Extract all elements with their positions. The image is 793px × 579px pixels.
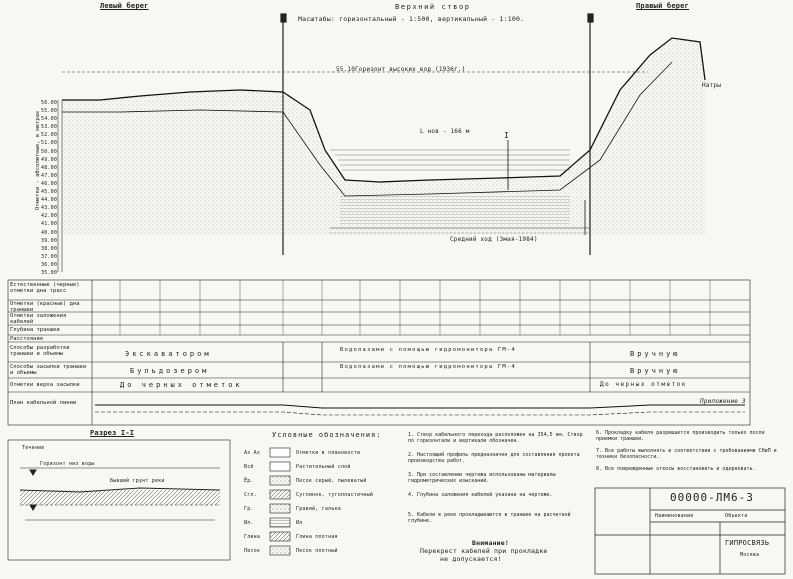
water-area [330,149,570,171]
note-middle-item: 4. Глубина заложения кабелей указана на … [408,492,553,498]
legend-code: Гр. [244,506,254,512]
cable-plan-line [95,404,745,409]
stamp-object-col: Объекта [725,513,748,519]
section-mark: I [504,131,510,140]
right-bank-label: Правый берег [636,2,689,10]
elevation-label: 53.00 [41,124,58,131]
excavation-text-3: Вручную [630,350,681,358]
scales-label: Масштабы: горизонтальный - 1:500, вертик… [298,15,525,23]
stamp-city: Москва [740,552,760,558]
warning-line-3: не допускается! [440,555,502,563]
backfill-text-3: Вручную [630,367,681,375]
backfill-text: Бульдозером [130,367,210,375]
elevation-label: 47.00 [41,172,58,179]
row-label-backfill: Способы засыпки траншеи и объемы [10,364,87,376]
elevation-label: 37.00 [41,253,58,260]
excavation-text-2: Водолазами с помощью гидромонитора ГМ-4 [340,347,516,353]
drawing-title: Верхний створ [395,3,471,11]
legend-desc: Суглинок, тугопластичный [296,492,374,498]
appendix-label: Приложение 3 [700,398,746,405]
legend-code: Ил. [244,520,254,526]
legend-desc: Гравий, галька [296,506,341,512]
vertical-axis-label: Отметки - абсолютные, в метрах [35,110,41,210]
row-label-trench-depth: Глубина траншеи [10,327,60,333]
elevation-label: 35.00 [41,270,58,276]
legend-desc: Песок серый, пылеватый [296,478,367,484]
title-block [594,487,786,575]
elevation-label: 42.00 [41,213,58,220]
elevation-label: 56.00 [41,100,58,106]
note-middle-item: 1. Створ кабельного перехода расположен … [408,432,583,445]
legend-code: Всё [244,464,254,470]
legend-code: Песок [244,548,261,554]
left-bank-label: Левый берег [100,2,149,10]
row-label-trench-marks: Отметки (красные) дна траншеи [10,301,80,313]
elevation-label: 46.00 [41,180,58,187]
data-table-grid [7,279,751,426]
legend-code: Ах Ах [244,450,261,456]
row-label-distances: Расстояния [10,336,44,342]
warning-line-2: Перекрест кабелей при прокладке [420,547,548,555]
legend-desc: Ил [296,520,303,526]
low-water-label: Средний ход (3мая-1984) [450,236,538,243]
section-drawing [7,439,231,561]
legend-desc: Растительный слой [296,464,351,470]
stamp-name-col: Наименование [655,513,694,519]
note-middle-item: 3. При составлении чертежа использованы … [408,472,556,485]
row-label-cable-depth: Отметки заложения кабелей [10,313,67,325]
note-middle-item: 5. Кабели в реке прокладываются в транше… [408,512,571,525]
elevation-label: 40.00 [41,229,58,236]
section-water-label: Горизонт низ воды [40,461,95,467]
stamp-org: ГИПРОСВЯЗЬ [725,539,770,547]
elevation-label: 55.00 [41,108,58,115]
legend-desc: Отметки в плановости [296,450,361,456]
legend-title: Условные обозначения: [272,431,382,439]
legend-code: Ёр. [244,478,254,484]
elevation-label: 45.00 [41,189,58,196]
excavation-text: Экскаватором [125,350,212,358]
legend-symbols [269,447,291,556]
high-water-label: Горизонт высоких вод (1936г.) [355,66,466,73]
elevation-label: 43.00 [41,205,58,212]
row-label-natural-marks: Естественные (черные) отметки дна трасс [10,282,80,294]
right-annotation: Натры [702,82,722,89]
elevation-label: 36.00 [41,261,58,268]
elevation-label: 50.00 [41,148,58,155]
elevation-label: 54.00 [41,116,58,123]
backfill-marks-text: До черных отметок [120,381,243,389]
legend-desc: Песок плотный [296,548,338,554]
section-title: Разрез I-I [90,429,135,437]
row-label-excavation: Способы разработки траншеи и объемы [10,345,70,357]
section-current-label: Течение [22,445,45,451]
stamp-code: 00000-ЛМ6-3 [670,491,754,504]
backfill-marks-text-2: До черных отметок [600,381,687,388]
elevation-label: 41.00 [41,221,58,228]
elevation-label: 38.00 [41,245,58,252]
elevation-label: 48.00 [41,164,58,171]
note-middle-item: 2. Настоящий профиль предназначен для со… [408,452,580,465]
elevation-label: 39.00 [41,237,58,244]
note-right-item: 7. Все работы выполнять в соответствии с… [596,448,777,461]
section-marks [507,140,586,235]
note-right-item: 8. Все поврежденные откосы восстановить … [596,466,756,472]
backfill-text-2: Водолазами с помощью гидромонитора ГМ-4 [340,364,516,370]
legend-code: Сгл. [244,492,257,498]
legend-code: Глина [244,534,261,540]
width-label: L нов - 166 м [420,128,470,135]
elevation-label: 52.00 [41,132,58,139]
high-water-level: 55.10 [336,66,356,73]
section-bottom-label: Бывший грунт реки [110,478,165,484]
elevation-label: 44.00 [41,197,58,204]
row-label-backfill-marks: Отметки верха засыпки [10,382,80,388]
elevation-scale [57,100,63,272]
legend-desc: Глина плотная [296,534,338,540]
elevation-label: 49.00 [41,156,58,163]
row-label-cable-plan: План кабельной линии [10,400,77,406]
elevation-label: 51.00 [41,140,58,147]
warning-title: Внимание! [472,539,510,547]
note-right-item: 6. Прокладку кабеля разрешается производ… [596,430,765,443]
